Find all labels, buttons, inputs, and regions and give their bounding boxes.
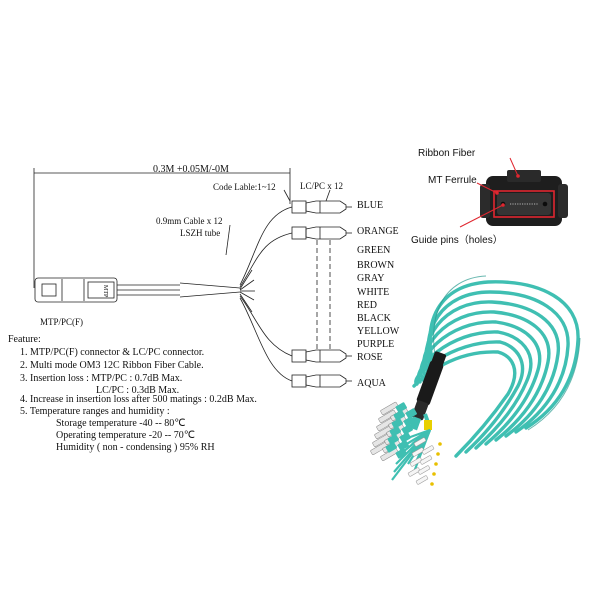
feature-item: 1. MTP/PC(F) connector & LC/PC connector…	[20, 347, 204, 358]
ferrule-highlight	[493, 190, 555, 218]
fiber-color-label-rose: ROSE	[357, 352, 383, 363]
feature-item: LC/PC : 0.3dB Max.	[96, 385, 179, 396]
fiber-color-label-gray: GRAY	[357, 273, 384, 284]
length-label: 0.3M +0.05M/-0M	[153, 164, 229, 175]
technical-drawing	[33, 168, 352, 388]
fiber-color-label-orange: ORANGE	[357, 226, 399, 237]
lc-leader	[325, 189, 331, 202]
mtp-endface-photo	[459, 157, 568, 228]
fiber-color-label-black: BLACK	[357, 313, 392, 324]
lc-connector-orange-drawing	[291, 226, 352, 240]
mtp-stamp: MTP	[102, 285, 108, 298]
feature-item: 2. Multi mode OM3 12C Ribbon Fiber Cable…	[20, 360, 204, 371]
code-label: Code Lable:1~12	[213, 182, 276, 192]
lc-connector-rose-drawing	[291, 349, 352, 363]
feature-item: 4. Increase in insertion loss after 500 …	[20, 394, 257, 405]
lc-pc-label: LC/PC x 12	[300, 181, 343, 191]
fiber-color-label-aqua: AQUA	[357, 378, 387, 389]
ribbon-fiber-callout: Ribbon Fiber	[418, 148, 476, 159]
fiber-color-label-yellow: YELLOW	[357, 326, 400, 337]
feature-heading: Feature:	[8, 334, 41, 345]
feature-item: Humidity ( non - condensing ) 95% RH	[56, 442, 215, 453]
feature-item: Storage temperature -40 -- 80℃	[56, 418, 186, 429]
feature-item: 3. Insertion loss : MTP/PC : 0.7dB Max.	[20, 373, 182, 384]
fiber-color-label-brown: BROWN	[357, 260, 394, 271]
code-label-leader	[283, 189, 291, 202]
fiber-color-labels: BLUE ORANGE GREEN BROWN GRAY WHITE RED BLACK YEL…	[357, 200, 400, 389]
fiber-color-label-green: GREEN	[357, 245, 390, 256]
connector-label: MTP/PC(F)	[40, 317, 83, 327]
fanout-cable-photo	[370, 275, 581, 486]
tube-label: LSZH tube	[180, 228, 220, 238]
mt-ferrule	[497, 193, 551, 215]
guide-pins-callout: Guide pins（holes）	[411, 234, 503, 246]
lc-connector-blue-drawing	[291, 200, 352, 214]
feature-item: Operating temperature -20 -- 70℃	[56, 430, 195, 441]
fiber-color-label-white: WHITE	[357, 287, 389, 298]
feature-item: 5. Temperature ranges and humidity :	[20, 406, 170, 417]
lc-connector-aqua-drawing	[291, 374, 352, 388]
fiber-color-label-purple: PURPLE	[357, 339, 394, 350]
connector-key	[507, 170, 541, 182]
fiber-color-label-blue: BLUE	[357, 200, 383, 211]
fiber-color-label-red: RED	[357, 300, 377, 311]
cable-leader	[225, 224, 231, 256]
aqua-fiber-loops	[412, 280, 580, 458]
yellow-band	[424, 420, 432, 430]
lc-connectors-photo	[370, 401, 442, 486]
photo-callouts: Ribbon Fiber MT Ferrule Guide pins（holes…	[411, 148, 503, 246]
mt-ferrule-callout: MT Ferrule	[428, 175, 477, 186]
feature-list: Feature: 1. MTP/PC(F) connector & LC/PC …	[8, 334, 257, 453]
guide-pin-right	[542, 201, 548, 207]
drawing-labels: 0.3M +0.05M/-0M Code Lable:1~12 LC/PC x …	[40, 164, 343, 327]
cable-label: 0.9mm Cable x 12	[156, 216, 223, 226]
